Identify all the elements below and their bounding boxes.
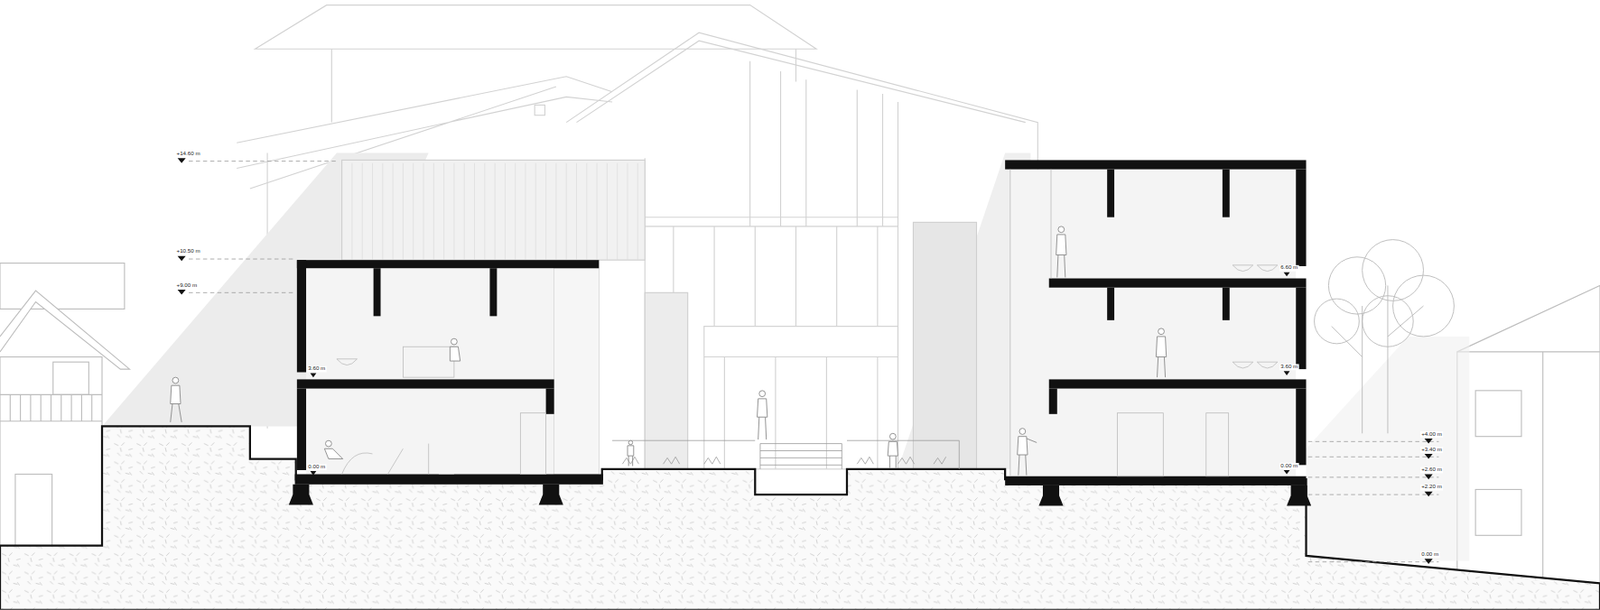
level-label: +9.00 m [175, 282, 198, 289]
level-label: +3.40 m [1420, 446, 1443, 453]
level-label: +14.60 m [175, 150, 201, 157]
level-label: 0.00 m [306, 464, 326, 470]
level-label: 0.00 m [1279, 463, 1299, 469]
level-label: 6.60 m [1279, 265, 1299, 271]
level-label: +2.20 m [1420, 484, 1443, 491]
level-label: +10.50 m [175, 249, 201, 255]
level-label: +2.60 m [1420, 467, 1443, 474]
level-label: 0.00 m [1420, 551, 1440, 558]
level-label: +4.00 m [1420, 431, 1443, 438]
level-label: 3.60 m [1279, 363, 1299, 370]
level-label: 3.60 m [306, 366, 326, 373]
